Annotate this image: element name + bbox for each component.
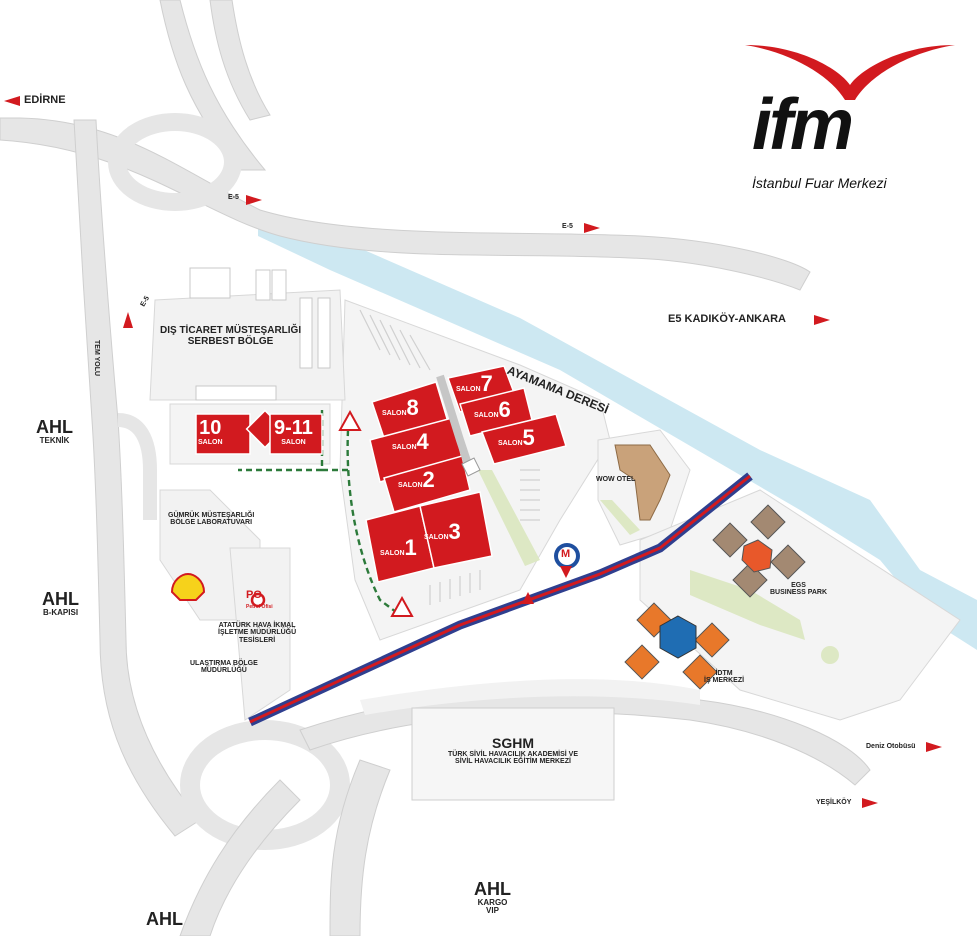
ahl-b-kapisi: AHL B-KAPISI (42, 589, 79, 617)
idtm-building (624, 602, 730, 690)
tem-yolu-label: TEM YOLU (93, 340, 100, 377)
hall-2-label: SALON2 (398, 467, 435, 492)
logo-subtitle: İstanbul Fuar Merkezi (752, 175, 887, 191)
ahl-kargo-vip: AHL KARGO VIP (474, 879, 511, 916)
yesilkoy-label: YEŞİLKÖY (816, 799, 852, 806)
e5-kadikoy-label: E5 KADIKÖY-ANKARA (668, 313, 786, 325)
warning-sign-icon (338, 409, 414, 617)
hall-10-shape (195, 413, 251, 455)
hall-1-label: SALON1 (380, 535, 417, 560)
hall-10-label: 10 SALON (198, 417, 223, 447)
metro-label: M (561, 548, 571, 560)
highway-e5 (0, 117, 811, 291)
ahl-bottom: AHL (146, 909, 183, 929)
hall-9-11-shape (269, 413, 323, 455)
deniz-otobusu-label: Deniz Otobüsü (866, 743, 916, 750)
hall-6-label: SALON6 (474, 397, 511, 422)
petrol-ofisi-icon (250, 592, 266, 608)
hall-8-label: SALON8 (382, 395, 419, 420)
idtm-label: İDTM İŞ MERKEZİ (704, 670, 745, 685)
e5-label-1: E-5 (228, 194, 239, 201)
ulastirma-label: ULAŞTIRMA BÖLGE MÜDÜRLÜĞÜ (190, 660, 258, 675)
ayamama-river (258, 218, 977, 650)
shell-logo-icon (170, 572, 206, 601)
sghm-label: SGHM TÜRK SİVİL HAVACILIK AKADEMİSİ VE S… (447, 735, 579, 766)
wow-hotel-building (614, 444, 671, 521)
ataturk-label: ATATÜRK HAVA İKMAL İŞLETME MÜDÜRLÜĞÜ TES… (218, 622, 297, 644)
egs-business-park-building (712, 504, 806, 598)
hall-4-label: SALON4 (392, 429, 429, 454)
wow-otel-label: WOW OTEL (596, 476, 636, 483)
egs-label: EGS BUSINESS PARK (770, 582, 828, 597)
hall-9-11-label: 9-11 SALON (274, 417, 313, 447)
gumruk-label: GÜMRÜK MÜSTEŞARLIĞI BÖLGE LABORATUVARI (168, 512, 255, 527)
hall-5-label: SALON5 (498, 425, 535, 450)
edirne-label: EDİRNE (24, 94, 66, 106)
ahl-teknik: AHL TEKNİK (36, 417, 73, 445)
direction-arrow-icon (4, 96, 942, 808)
sghm-area (411, 707, 615, 801)
po-sub-label: Petrol Ofisi (246, 604, 273, 610)
hall-7-label: SALON7 (456, 371, 493, 396)
metro-icon (554, 543, 580, 569)
dis-ticaret-label: DIŞ TİCARET MÜSTEŞARLIĞI SERBEST BÖLGE (160, 325, 302, 347)
hall-3-label: SALON3 (424, 519, 461, 544)
ifm-logo-icon (745, 45, 955, 100)
logo-brand: ifm (752, 85, 854, 165)
po-label: PO (246, 589, 262, 601)
e5-label-2: E-5 (562, 223, 573, 230)
tem-road (73, 119, 201, 837)
